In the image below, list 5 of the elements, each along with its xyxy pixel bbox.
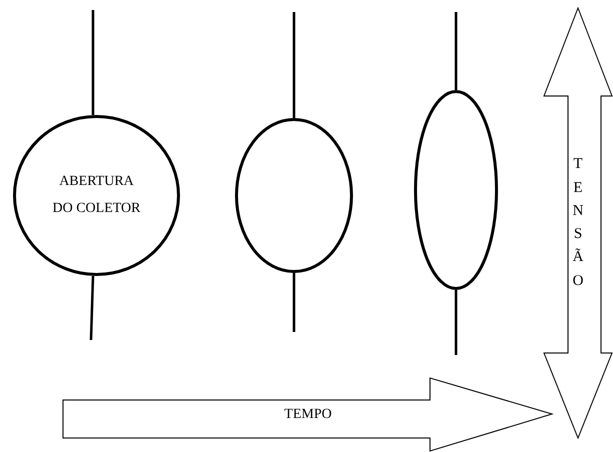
opening-label: ABERTURA DO COLETOR	[52, 172, 142, 218]
collector-ellipse	[235, 118, 353, 273]
axis-label: TENSÃO	[572, 155, 584, 290]
axis-label: TEMPO	[284, 406, 332, 424]
collector-ellipse	[414, 90, 498, 290]
